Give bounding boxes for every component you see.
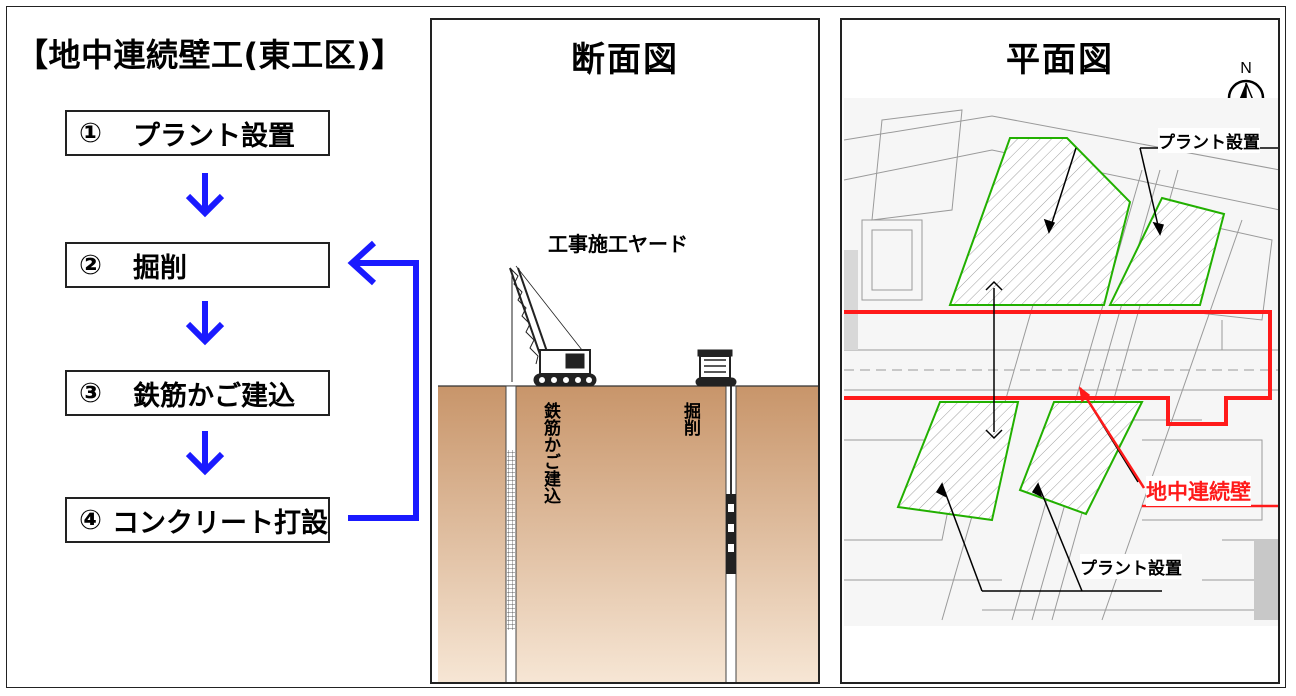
loop-back-arrow-icon xyxy=(347,240,419,521)
excavator-rig xyxy=(695,349,737,387)
north-label: N xyxy=(1240,60,1252,77)
section-view-panel: 断面図 工事施工ヤード xyxy=(430,18,820,684)
plant-area-north-1 xyxy=(948,137,1132,306)
crawler-crane xyxy=(509,265,597,387)
plant-area-south-2 xyxy=(1018,401,1144,516)
map-block xyxy=(1254,540,1278,620)
step-1-number: ① xyxy=(79,117,102,149)
step-2-label: 掘削 xyxy=(133,252,187,284)
wall-leader-line xyxy=(1078,387,1146,489)
plant-area-north-2 xyxy=(1108,196,1226,306)
down-arrow-icon xyxy=(185,301,225,346)
step-1-label: プラント設置 xyxy=(133,120,295,152)
diaphragm-wall-label: 地中連続壁 xyxy=(1146,476,1251,506)
down-arrow-icon xyxy=(185,173,225,218)
map-block xyxy=(844,250,858,350)
rebar-cage-label: 鉄筋かご建込 xyxy=(540,402,560,504)
page-title: 【地中連続壁工(東工区)】 xyxy=(16,36,404,74)
step-4-number: ④ xyxy=(79,504,102,536)
ground-soil xyxy=(438,386,818,682)
plant-label-bottom: プラント設置 xyxy=(1080,554,1182,579)
excavation-cable xyxy=(730,386,732,494)
step-4-box: ④ コンクリート打設 xyxy=(65,497,330,543)
step-3-number: ③ xyxy=(79,377,102,409)
plan-view-panel: 平面図 N xyxy=(840,18,1280,684)
excavation-label: 掘削 xyxy=(680,402,700,436)
diaphragm-wall xyxy=(844,310,1272,426)
rebar-cage xyxy=(507,450,515,630)
excavation-bucket xyxy=(726,494,736,574)
step-2-number: ② xyxy=(79,249,102,281)
plan-view-title: 平面図 xyxy=(1006,40,1114,80)
construction-yard-label: 工事施工ヤード xyxy=(548,232,688,256)
step-2-box: ② 掘削 xyxy=(65,242,330,288)
step-3-label: 鉄筋かご建込 xyxy=(133,380,295,412)
plant-label-top: プラント設置 xyxy=(1158,128,1260,153)
step-1-box: ① プラント設置 xyxy=(65,110,330,156)
step-3-box: ③ 鉄筋かご建込 xyxy=(65,370,330,416)
step-4-label: コンクリート打設 xyxy=(112,507,328,539)
section-view-title: 断面図 xyxy=(571,40,679,80)
plan-map xyxy=(843,98,1278,626)
section-drawing xyxy=(438,265,818,682)
outer-frame xyxy=(6,6,1286,688)
down-arrow-icon xyxy=(185,431,225,476)
